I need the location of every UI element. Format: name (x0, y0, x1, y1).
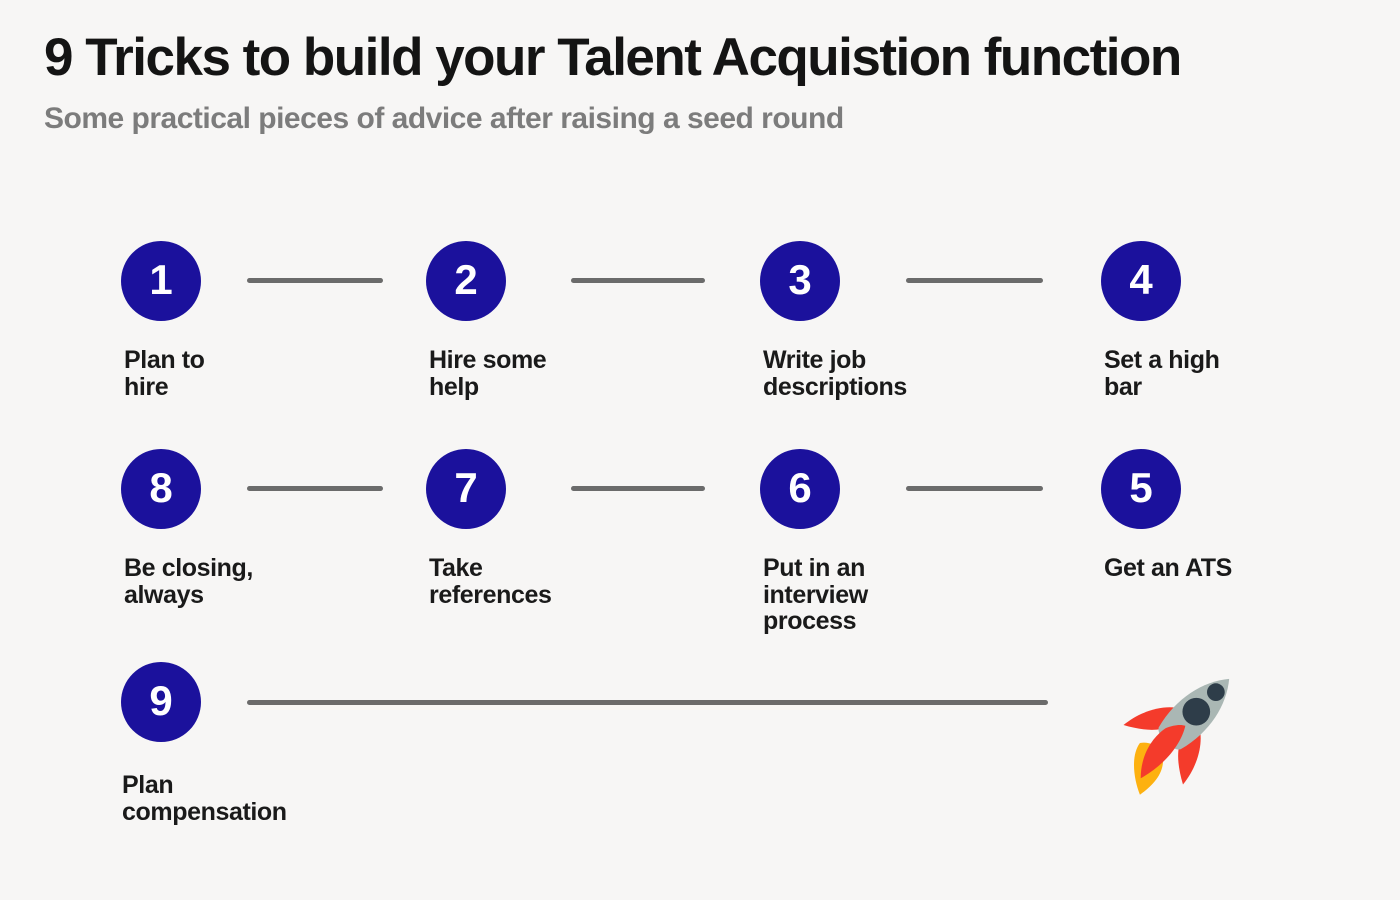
page-subtitle: Some practical pieces of advice after ra… (44, 102, 844, 135)
step-number: 3 (788, 256, 812, 303)
step-label: Hire some help (429, 346, 547, 401)
step-circle: 7 (426, 449, 506, 529)
step-label: Plan compensation (122, 771, 287, 826)
step-number: 9 (149, 677, 173, 724)
step-9: 9 Plan compensation (121, 662, 361, 825)
step-3: 3 Write job descriptions (760, 241, 1000, 400)
step-label: Take references (429, 554, 552, 609)
step-number: 4 (1129, 256, 1153, 303)
step-5: 5 Get an ATS (1101, 449, 1341, 582)
rocket-icon (1123, 678, 1230, 795)
step-4: 4 Set a high bar (1101, 241, 1341, 400)
step-circle: 3 (760, 241, 840, 321)
step-label: Write job descriptions (763, 346, 907, 401)
connector-line (571, 486, 705, 491)
step-circle: 9 (121, 662, 201, 742)
page-title: 9 Tricks to build your Talent Acquistion… (44, 28, 1182, 87)
step-number: 8 (149, 464, 173, 511)
connector-line (906, 278, 1043, 283)
step-8: 8 Be closing, always (121, 449, 361, 608)
connector-line (571, 278, 705, 283)
step-label: Get an ATS (1104, 554, 1232, 582)
step-6: 6 Put in an interview process (760, 449, 1000, 635)
step-label: Set a high bar (1104, 346, 1220, 401)
step-number: 6 (788, 464, 812, 511)
step-number: 5 (1129, 464, 1153, 511)
step-circle: 8 (121, 449, 201, 529)
connector-line (247, 278, 383, 283)
step-circle: 4 (1101, 241, 1181, 321)
connector-line (247, 486, 383, 491)
connector-line (906, 486, 1043, 491)
step-label: Plan to hire (124, 346, 205, 401)
step-2: 2 Hire some help (426, 241, 666, 400)
step-7: 7 Take references (426, 449, 666, 608)
step-circle: 6 (760, 449, 840, 529)
step-circle: 5 (1101, 449, 1181, 529)
step-circle: 2 (426, 241, 506, 321)
step-1: 1 Plan to hire (121, 241, 361, 400)
step-label: Put in an interview process (763, 554, 868, 635)
step-number: 1 (149, 256, 173, 303)
step-circle: 1 (121, 241, 201, 321)
connector-line (247, 700, 1048, 705)
step-label: Be closing, always (124, 554, 253, 609)
step-number: 7 (454, 464, 478, 511)
step-number: 2 (454, 256, 478, 303)
